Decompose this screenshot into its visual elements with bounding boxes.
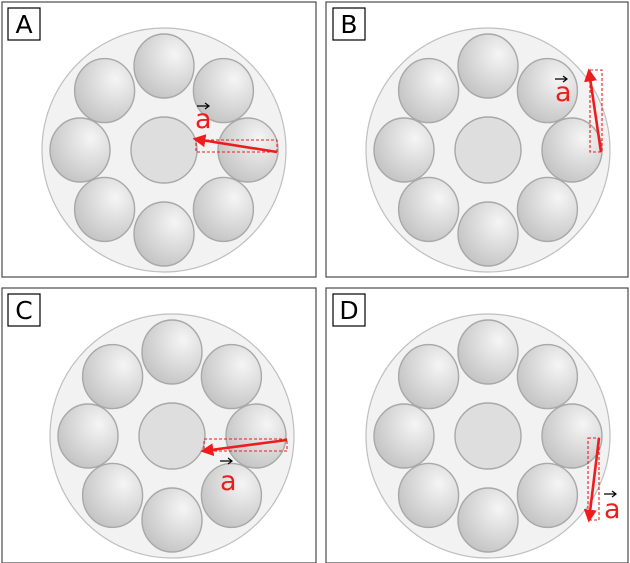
outer-cell bbox=[200, 462, 263, 529]
panel-label: D bbox=[339, 296, 358, 325]
panel-label-box bbox=[332, 293, 366, 327]
vector-component-box bbox=[203, 438, 288, 452]
outer-cell bbox=[397, 57, 460, 124]
outer-cell bbox=[73, 176, 136, 243]
outer-cell bbox=[133, 33, 195, 99]
panel-label-box bbox=[7, 7, 41, 41]
outer-cell bbox=[541, 403, 603, 469]
outer-cell bbox=[73, 57, 136, 124]
panel-c: Ca bbox=[1, 287, 317, 563]
outer-cell bbox=[516, 343, 579, 410]
vector-arrow-icon bbox=[555, 75, 568, 83]
outer-cell bbox=[141, 319, 203, 385]
panel-a: Aa bbox=[1, 1, 317, 278]
acceleration-vector bbox=[583, 437, 601, 523]
outer-cell bbox=[457, 319, 519, 385]
acceleration-vector bbox=[584, 68, 603, 153]
outer-cell bbox=[397, 176, 460, 243]
vector-label: a bbox=[220, 466, 237, 497]
outer-cell bbox=[57, 403, 119, 469]
outer-cell bbox=[141, 487, 203, 553]
panel-label: C bbox=[15, 296, 32, 325]
vector-label: a bbox=[555, 77, 572, 108]
outer-cell bbox=[516, 462, 579, 529]
vector-label: a bbox=[604, 494, 621, 525]
center-cell bbox=[454, 402, 522, 470]
panel-label-box bbox=[332, 7, 366, 41]
outer-cell bbox=[373, 403, 435, 469]
vector-label: a bbox=[195, 104, 212, 135]
outer-cell bbox=[516, 176, 579, 243]
vector-arrow-icon bbox=[604, 490, 617, 498]
panel-d: Da bbox=[325, 287, 629, 563]
center-cell bbox=[130, 116, 198, 184]
outer-cell bbox=[457, 487, 519, 553]
vector-arrow-icon bbox=[220, 457, 233, 465]
acceleration-vector bbox=[200, 438, 288, 457]
outer-cell bbox=[49, 117, 111, 183]
outer-cell bbox=[81, 462, 144, 529]
outer-cell bbox=[373, 117, 435, 183]
outer-cell bbox=[192, 176, 255, 243]
outer-cell bbox=[541, 117, 603, 183]
acceleration-vector bbox=[192, 134, 278, 154]
outer-cell bbox=[133, 201, 195, 267]
outer-cell bbox=[397, 462, 460, 529]
center-cell bbox=[454, 116, 522, 184]
outer-cell bbox=[81, 343, 144, 410]
panel-label-box bbox=[7, 293, 41, 327]
panel-label: A bbox=[15, 10, 32, 39]
panel-label: B bbox=[340, 10, 357, 39]
outer-cell bbox=[457, 33, 519, 99]
vector-arrow-icon bbox=[197, 102, 210, 110]
outer-cell bbox=[397, 343, 460, 410]
outer-cell bbox=[516, 57, 579, 124]
outer-cell bbox=[200, 343, 263, 410]
center-cell bbox=[138, 402, 206, 470]
outer-cell bbox=[457, 201, 519, 267]
outer-cell bbox=[217, 117, 279, 183]
panel-b: Ba bbox=[325, 1, 629, 278]
outer-cell bbox=[225, 403, 287, 469]
vector-component-box bbox=[587, 437, 600, 521]
